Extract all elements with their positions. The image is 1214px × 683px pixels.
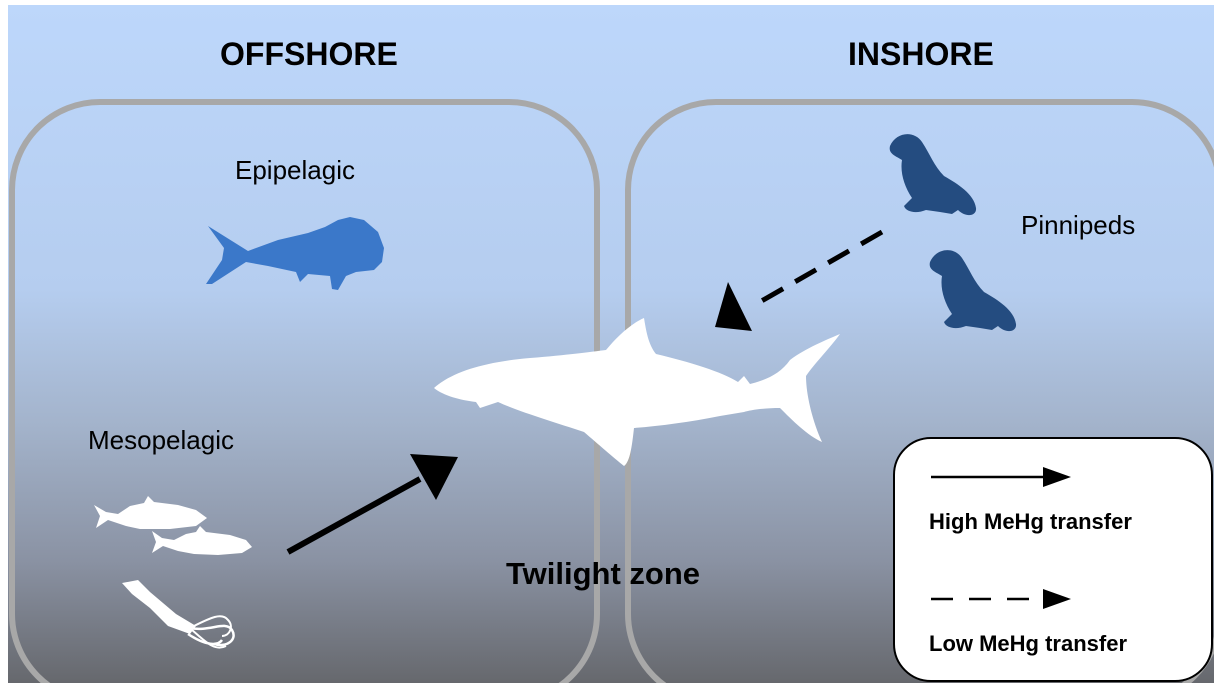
inshore-heading: INSHORE — [848, 36, 994, 73]
legend-low-label: Low MeHg transfer — [929, 631, 1127, 657]
offshore-heading: OFFSHORE — [220, 36, 398, 73]
legend: High MeHg transfer Low MeHg transfer — [893, 437, 1213, 682]
pinnipeds-label: Pinnipeds — [1021, 210, 1135, 241]
mesopelagic-label: Mesopelagic — [88, 425, 234, 456]
epipelagic-label: Epipelagic — [235, 155, 355, 186]
legend-high-label: High MeHg transfer — [929, 509, 1132, 535]
legend-solid-arrow — [931, 467, 1071, 487]
legend-dashed-arrow — [931, 589, 1071, 609]
twilight-zone-label: Twilight zone — [506, 556, 700, 592]
